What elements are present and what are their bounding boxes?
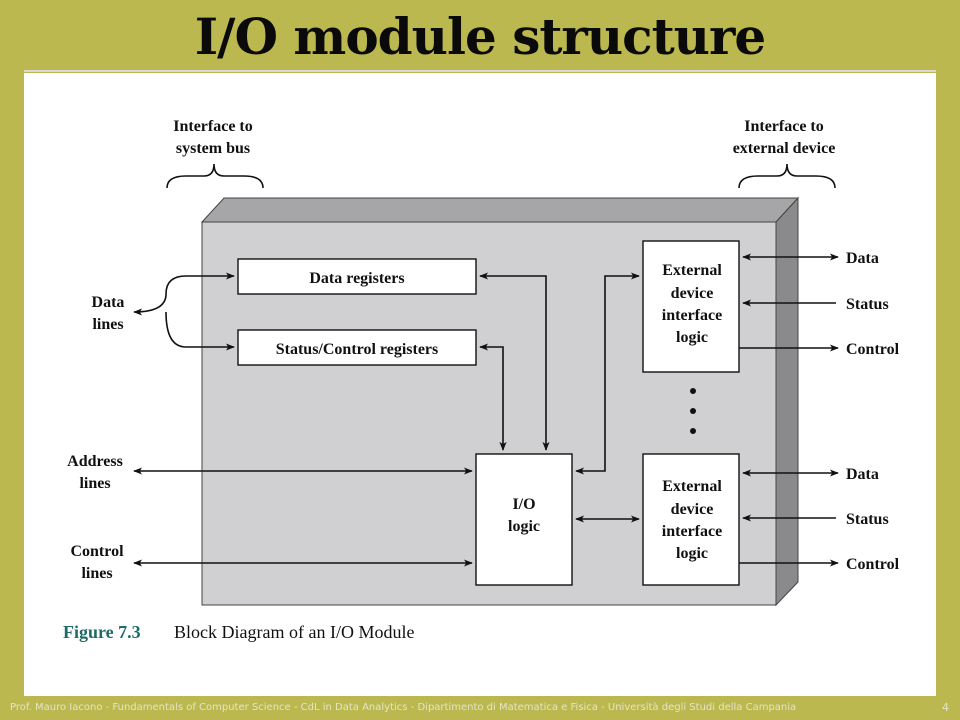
ext-logic-top-label-1: External	[662, 262, 722, 279]
interface-external-label-1: Interface to	[744, 118, 824, 135]
ext-top-status-label: Status	[846, 296, 889, 313]
ellipsis-dot	[690, 428, 696, 434]
ext-top-control-label: Control	[846, 341, 900, 358]
ext-bottom-control-label: Control	[846, 556, 900, 573]
figure-caption: Block Diagram of an I/O Module	[174, 622, 414, 642]
slide-title: I/O module structure	[194, 7, 766, 66]
ext-logic-top-box	[642, 240, 740, 373]
page-number: 4	[942, 701, 949, 714]
io-logic-to-ext-top-arrow	[575, 272, 640, 475]
ext-logic-top-label-4: logic	[676, 329, 708, 346]
figure-number: Figure 7.3	[63, 622, 141, 642]
io-logic-label-1: I/O	[512, 496, 535, 513]
ext-logic-bottom-label-3: interface	[662, 523, 722, 540]
data-lines-label-1: Data	[92, 294, 125, 311]
interface-external-label-2: external device	[733, 140, 836, 157]
ext-logic-top-label-2: device	[671, 285, 714, 302]
ext-logic-bottom-label-2: device	[671, 501, 714, 518]
ellipsis-dot	[690, 408, 696, 414]
ext-top-data-label: Data	[846, 250, 879, 267]
ext-bottom-data-label: Data	[846, 466, 879, 483]
status-control-registers-box	[237, 329, 477, 366]
title-divider	[24, 70, 936, 72]
data-registers-label: Data registers	[309, 270, 404, 287]
interface-system-bus-label-1: Interface to	[173, 118, 253, 135]
data-lines-label-2: lines	[92, 316, 123, 333]
external-device-brace	[738, 163, 836, 189]
module-top-face	[200, 197, 800, 223]
data-lines-to-status-registers-arrow	[165, 311, 235, 351]
address-lines-label-2: lines	[79, 475, 110, 492]
control-lines-label-1: Control	[70, 543, 124, 560]
ext-bottom-status-label: Status	[846, 511, 889, 528]
status-control-registers-label: Status/Control registers	[276, 341, 439, 358]
data-lines-to-data-registers-arrow	[133, 272, 235, 316]
ext-logic-top-label-3: interface	[662, 307, 722, 324]
io-logic-label-2: logic	[508, 518, 540, 535]
control-lines-label-2: lines	[81, 565, 112, 582]
interface-system-bus-label-2: system bus	[176, 140, 250, 157]
status-registers-to-io-logic-arrow	[479, 343, 507, 451]
address-lines-label-1: Address	[67, 453, 123, 470]
data-registers-box	[237, 258, 477, 295]
system-bus-brace	[166, 163, 264, 189]
io-logic-box	[475, 453, 573, 586]
ext-logic-bottom-label-4: logic	[676, 545, 708, 562]
data-registers-to-io-logic-arrow	[479, 272, 550, 451]
module-side-face	[775, 196, 799, 607]
ellipsis-dot	[690, 388, 696, 394]
ext-logic-bottom-box	[642, 453, 740, 586]
slide-footer: Prof. Mauro Iacono - Fundamentals of Com…	[10, 702, 797, 713]
ext-logic-bottom-label-1: External	[662, 478, 722, 495]
